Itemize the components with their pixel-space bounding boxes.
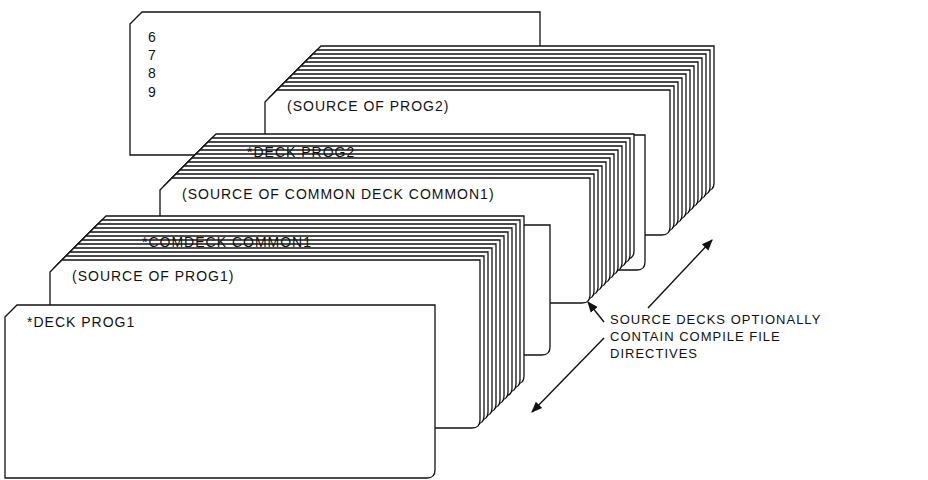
callout-note: SOURCE DECKS OPTIONALLY CONTAIN COMPILE … (610, 312, 845, 363)
leader-arrow (588, 302, 604, 322)
card-text: (SOURCE OF COMMON DECK COMMON1) (182, 186, 495, 204)
card-text: *DECK PROG2 (247, 144, 355, 162)
card-text: (SOURCE OF PROG2) (287, 98, 449, 116)
card-node: *COMDECK COMMON1 (142, 233, 312, 252)
punched-card (5, 305, 435, 478)
leader-arrow (648, 240, 712, 308)
leader-arrow (532, 338, 604, 412)
card-node: (SOURCE OF PROG2) (287, 97, 449, 116)
card-text: 6 7 8 9 (148, 28, 166, 101)
card-text: *COMDECK COMMON1 (142, 234, 312, 252)
card-node: (SOURCE OF COMMON DECK COMMON1) (182, 185, 495, 204)
card-node: (SOURCE OF PROG1) (72, 267, 234, 286)
card-text: (SOURCE OF PROG1) (72, 268, 234, 286)
card-node: *DECK PROG1 (27, 313, 135, 332)
card-text: *DECK PROG1 (27, 314, 135, 332)
card-node: 6 7 8 9 (148, 28, 166, 101)
card-node: *DECK PROG2 (247, 143, 355, 162)
